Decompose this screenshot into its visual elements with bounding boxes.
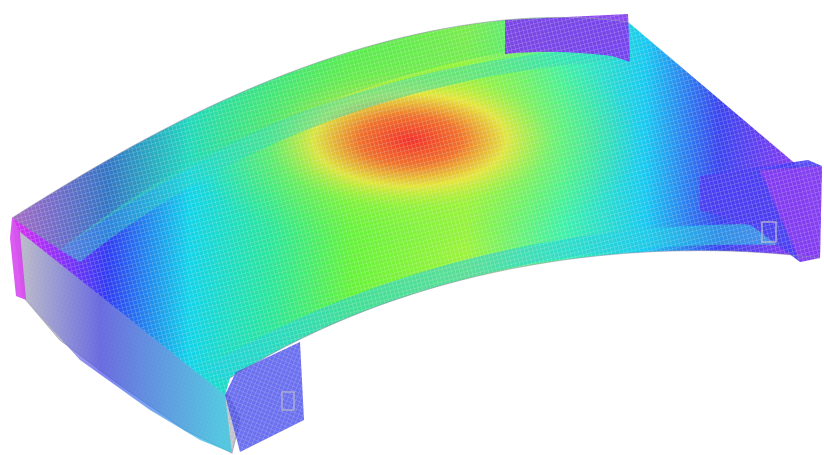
end-diaphragm-left (281, 391, 295, 411)
end-diaphragm-right (761, 221, 777, 243)
deck-edge (11, 16, 629, 219)
outer-web (12, 218, 232, 453)
end-wall-left (10, 218, 26, 300)
